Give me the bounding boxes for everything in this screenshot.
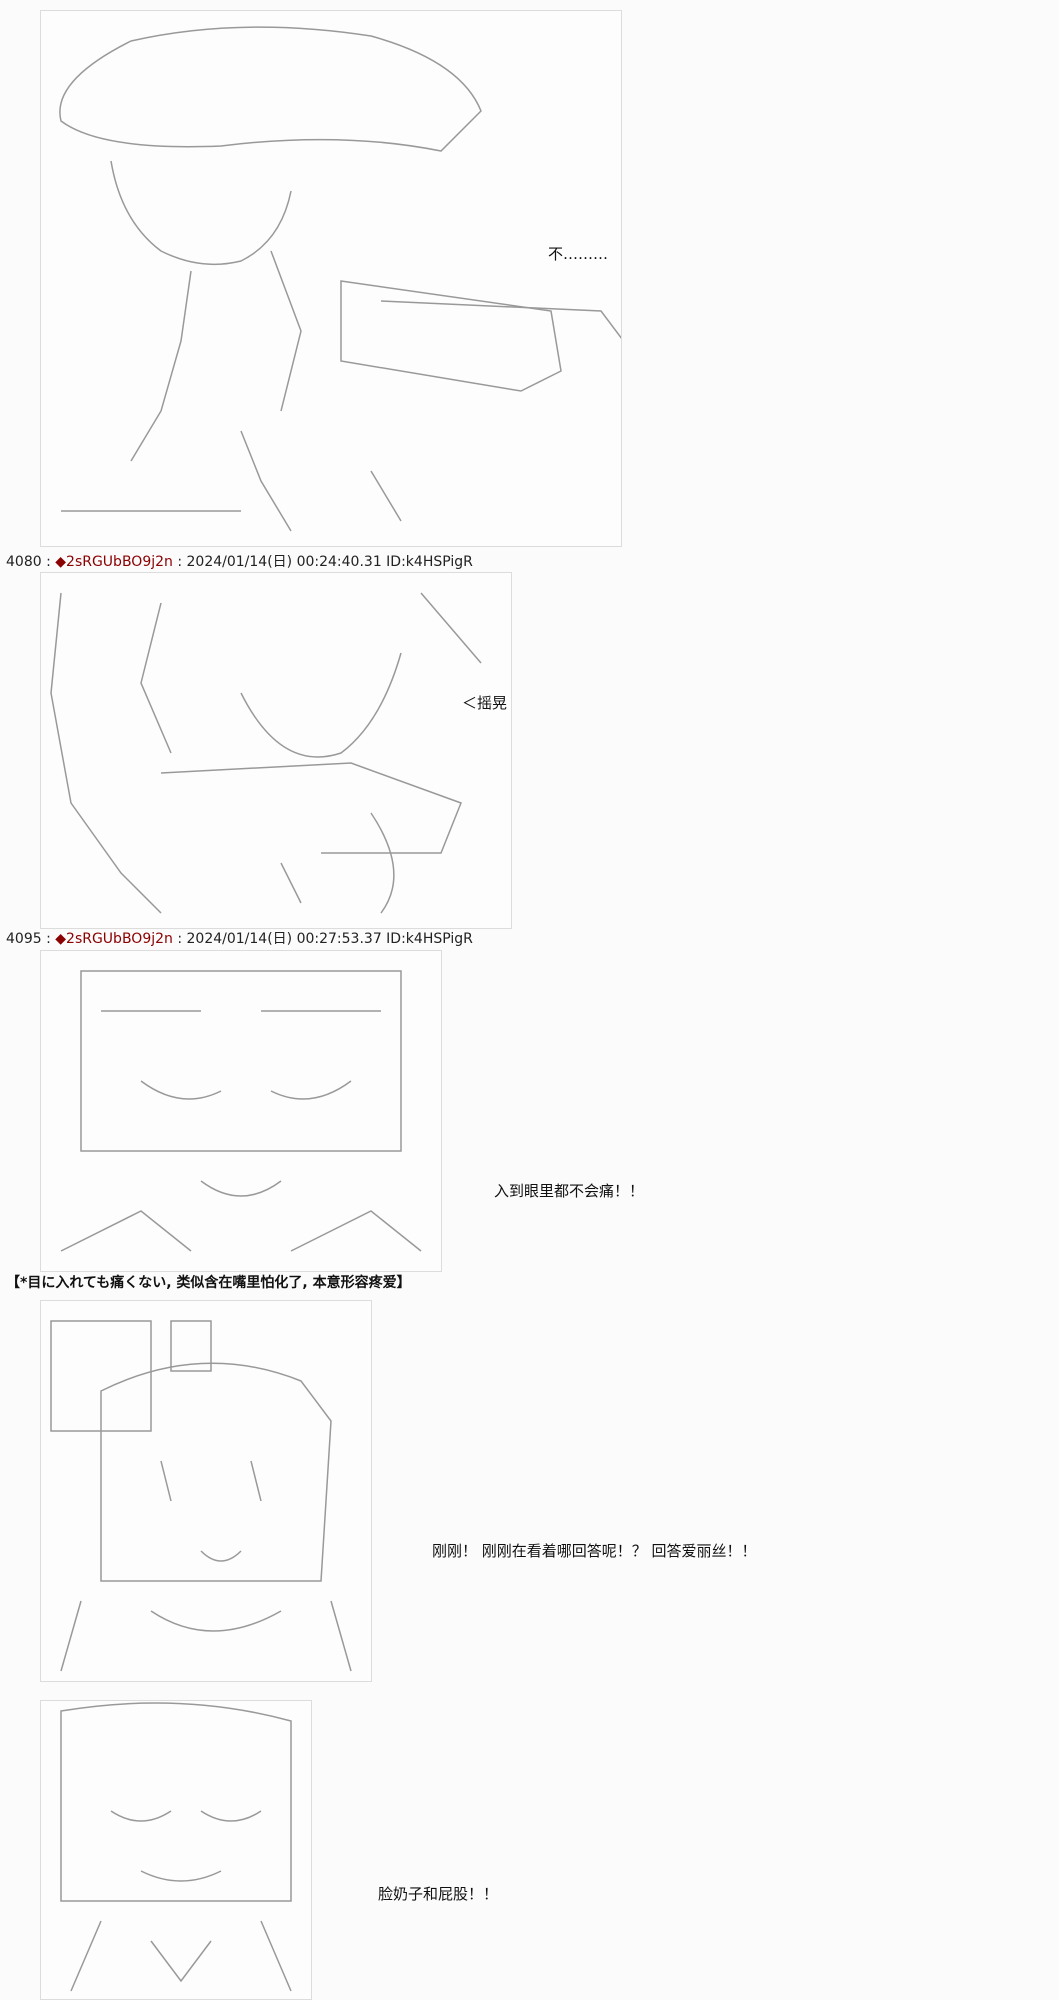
post-separator: : bbox=[41, 554, 56, 570]
dialogue-eyes: 入到眼里都不会痛！！ bbox=[494, 1182, 645, 1200]
post-header-4080: 4080 : ◆2sRGUbBO9j2n : 2024/01/14(日) 00:… bbox=[6, 551, 473, 571]
ascii-art-2-drawing bbox=[50, 592, 482, 914]
dialogue-no: 不……… bbox=[548, 245, 609, 263]
ascii-art-1-drawing bbox=[59, 26, 621, 532]
ascii-art-panel-1 bbox=[40, 10, 622, 547]
post-header-4095: 4095 : ◆2sRGUbBO9j2n : 2024/01/14(日) 00:… bbox=[6, 928, 473, 948]
poster-name-trip[interactable]: ◆2sRGUbBO9j2n bbox=[55, 554, 173, 570]
ascii-art-5-drawing bbox=[60, 1702, 292, 1992]
ascii-art-3-drawing bbox=[60, 970, 422, 1252]
post-date-id: : 2024/01/14(日) 00:27:53.37 ID:k4HSPigR bbox=[172, 931, 473, 947]
dialogue-sway: ＜摇晃 bbox=[462, 694, 508, 712]
ascii-art-panel-3 bbox=[40, 950, 442, 1272]
dialogue-face: 脸奶子和屁股！！ bbox=[378, 1885, 499, 1903]
ascii-art-panel-5 bbox=[40, 1700, 312, 2000]
post-number: 4080 bbox=[6, 554, 42, 570]
post-separator: : bbox=[41, 931, 56, 947]
ascii-art-panel-4 bbox=[40, 1300, 372, 1682]
post-date-id: : 2024/01/14(日) 00:24:40.31 ID:k4HSPigR bbox=[172, 554, 473, 570]
ascii-art-4-drawing bbox=[50, 1320, 352, 1672]
post-number: 4095 bbox=[6, 931, 42, 947]
caption-translation-note: 【*目に入れても痛くない, 类似含在嘴里怕化了, 本意形容疼爱】 bbox=[6, 1275, 411, 1291]
dialogue-just-now: 刚刚！ 刚刚在看着哪回答呢！？ 回答爱丽丝！！ bbox=[432, 1542, 757, 1560]
poster-name-trip[interactable]: ◆2sRGUbBO9j2n bbox=[55, 931, 173, 947]
ascii-art-panel-2 bbox=[40, 572, 512, 929]
